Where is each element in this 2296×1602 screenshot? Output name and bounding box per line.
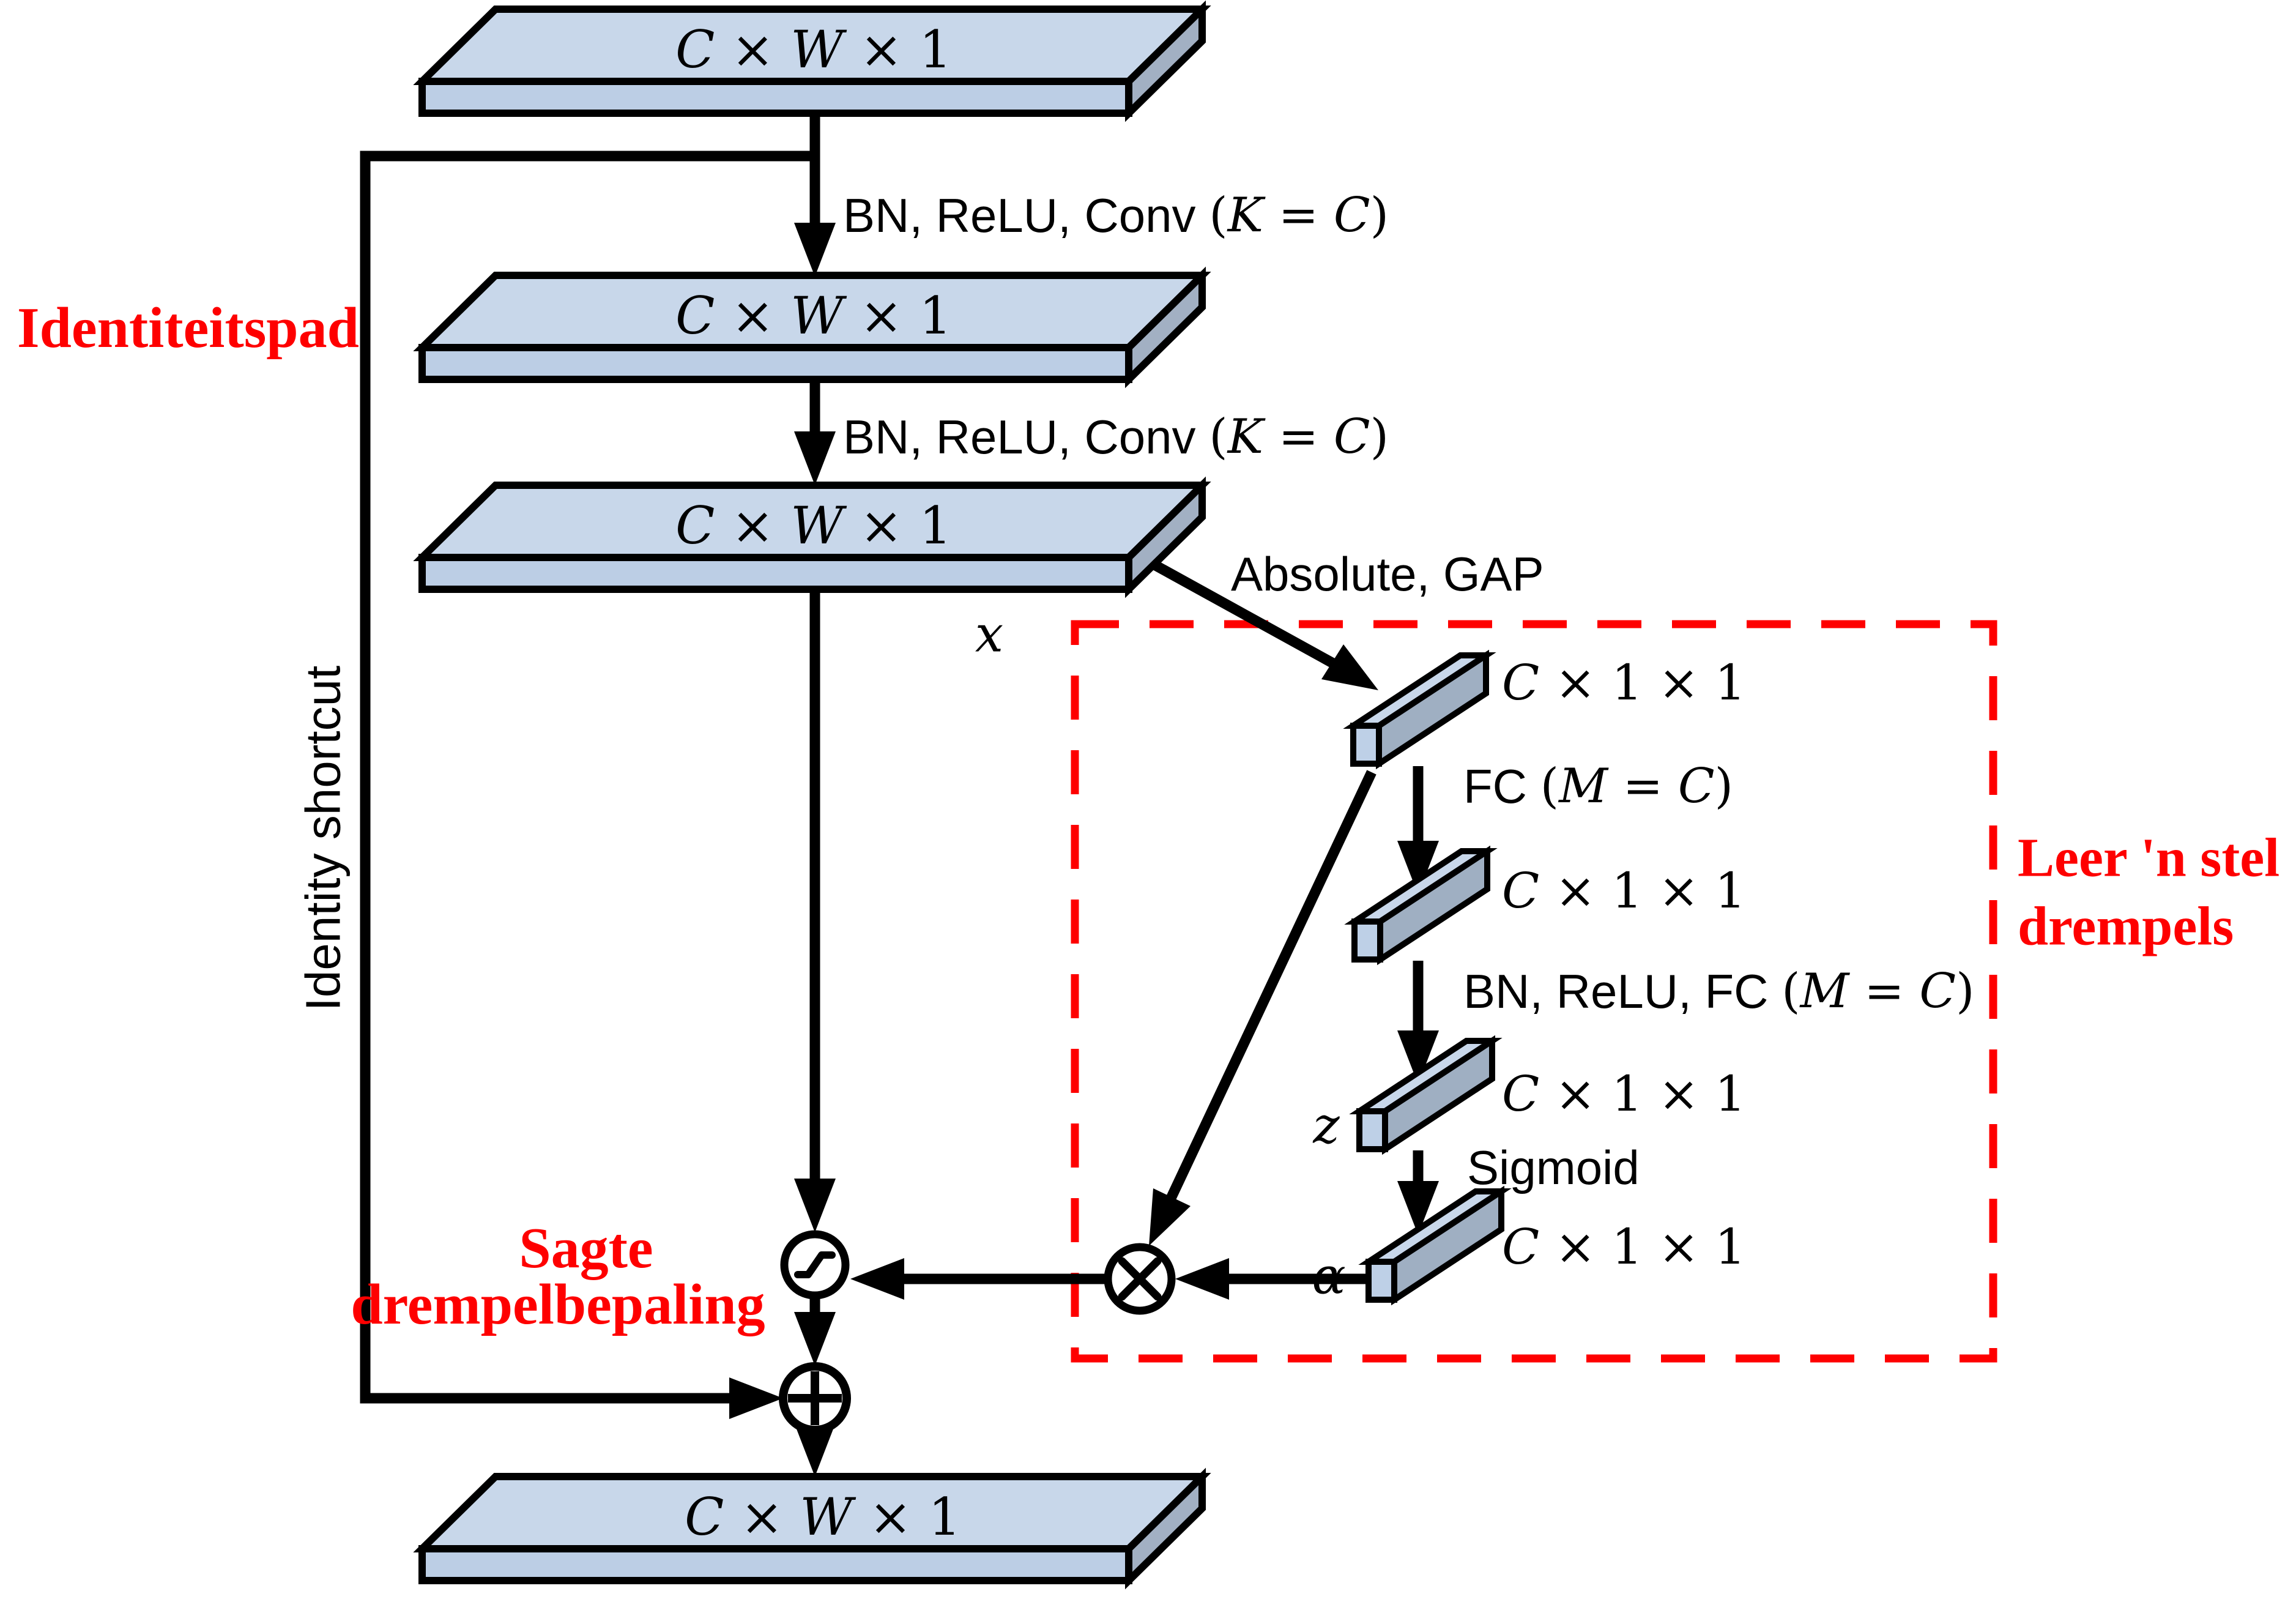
conv-slab-2: C × W × 1	[413, 476, 1211, 598]
var-z-label: z	[1312, 1097, 1340, 1155]
identity-shortcut-line	[360, 151, 815, 1404]
bn-relu-conv-label-1: BN, ReLU, Conv (K = C)	[843, 188, 1389, 243]
gap-vector-bar	[1343, 649, 1496, 770]
alpha-arrowhead-icon	[1175, 1258, 1229, 1300]
fc-label: FC (M = C)	[1463, 759, 1733, 814]
var-x-label: x	[975, 606, 1003, 664]
slab-dims-label: C × W × 1	[675, 496, 952, 556]
learn-thresholds-label-line2: drempels	[2018, 896, 2234, 957]
soft-in-arrowhead-icon	[850, 1258, 904, 1300]
bn-relu-conv-label-2: BN, ReLU, Conv (K = C)	[843, 409, 1389, 464]
add-node	[779, 1362, 851, 1434]
var-alpha-label: α	[1312, 1248, 1345, 1306]
output-slab: C × W × 1	[413, 1467, 1211, 1590]
input-slab: C × W × 1	[413, 0, 1211, 122]
identity-shortcut-label: Identity shortcut	[296, 666, 351, 1011]
slab-dims-label: C × W × 1	[675, 20, 952, 80]
abs-gap-arrowhead-icon	[1321, 644, 1378, 690]
slab-dims-label: C × W × 1	[685, 1487, 961, 1547]
abs-gap-arrow-line	[1146, 557, 1343, 672]
vec-dims-label-4: C × 1 × 1	[1502, 1218, 1746, 1275]
bn-relu-fc-label: BN, ReLU, FC (M = C)	[1463, 964, 1975, 1019]
soft-threshold-curve-icon	[794, 1251, 836, 1278]
multiply-in-arrowhead-icon	[1149, 1188, 1191, 1246]
vec-dims-label-2: C × 1 × 1	[1502, 862, 1746, 919]
conv-slab-1: C × W × 1	[413, 266, 1211, 389]
vector-column-arrows	[1397, 766, 1439, 1235]
multiply-node	[1104, 1243, 1176, 1315]
main-flow-arrows	[794, 114, 836, 1477]
soft-threshold-label-line1: Sagte	[519, 1216, 653, 1280]
z-vector-bar	[1349, 1035, 1503, 1155]
learn-thresholds-dashed-box	[1071, 620, 1997, 1363]
identity-arrowhead-icon	[729, 1377, 783, 1419]
vector-to-multiply-line	[1156, 770, 1376, 1221]
fc-vector-bar	[1344, 845, 1498, 966]
learn-thresholds-label-line1: Leer 'n stel	[2018, 828, 2279, 889]
soft-threshold-node	[780, 1230, 850, 1300]
identity-path-label: Identiteitspad	[17, 296, 359, 360]
alpha-vector-bar	[1358, 1185, 1512, 1306]
sigmoid-label: Sigmoid	[1467, 1141, 1640, 1194]
absolute-gap-label: Absolute, GAP	[1231, 547, 1544, 601]
vec-dims-label-3: C × 1 × 1	[1502, 1065, 1746, 1122]
soft-threshold-label-line2: drempelbepaling	[351, 1273, 765, 1336]
slab-dims-label: C × W × 1	[675, 286, 952, 346]
vec-dims-label-1: C × 1 × 1	[1502, 654, 1746, 711]
